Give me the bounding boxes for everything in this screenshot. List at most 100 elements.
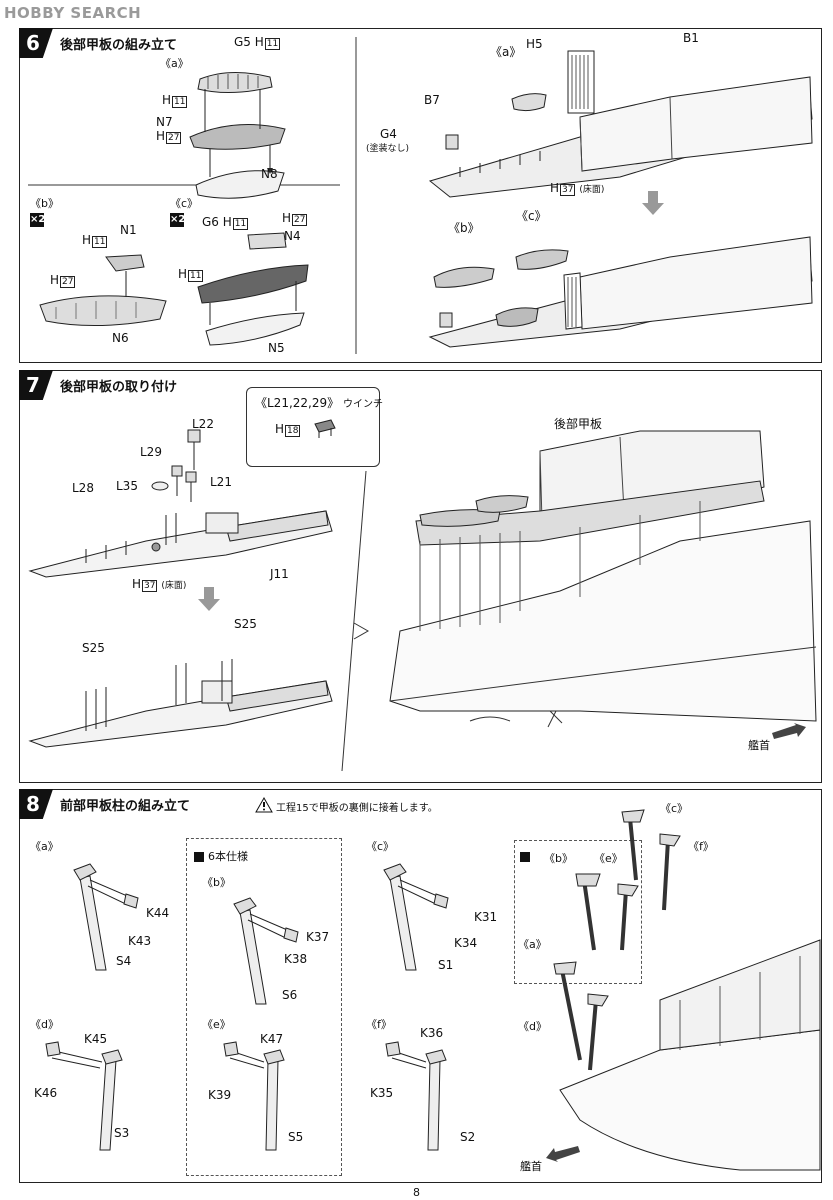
- tag-a: 《a》: [30, 840, 59, 853]
- boat-b-illustration: [39, 254, 167, 327]
- label-n4: N4: [284, 229, 301, 243]
- label-n7: N7: [156, 115, 173, 129]
- rear-deck-illustration-bottom: [428, 236, 813, 348]
- label-k39: K39: [208, 1088, 232, 1102]
- label-bow: 艦首: [748, 739, 770, 752]
- tag-c: 《c》: [170, 197, 199, 210]
- multiplier-badge: ×2: [30, 213, 46, 227]
- winch-icon: [314, 419, 336, 438]
- bow-arrow-icon: [546, 1146, 580, 1162]
- step8-panel: 8 前部甲板柱の組み立て 工程15で甲板の裏側に接着します。 6本仕様 《a》 …: [19, 789, 822, 1183]
- label-k38: K38: [284, 952, 308, 966]
- rear-deck-illustration-upper: [28, 510, 333, 578]
- tag-a-right: 《a》: [518, 938, 547, 951]
- divider-vertical: [28, 37, 357, 354]
- label-g4-note: (塗装なし): [366, 144, 410, 154]
- strut-f: [385, 1041, 447, 1151]
- boat-a-illustration: [189, 71, 286, 199]
- label-k35: K35: [370, 1086, 394, 1100]
- tag-d: 《d》: [30, 1018, 59, 1031]
- tag-b: 《b》: [30, 197, 59, 210]
- label-l28: L28: [72, 481, 94, 495]
- label-bow-8: 艦首: [520, 1160, 542, 1173]
- label-ra: 《a》: [490, 45, 522, 59]
- tag-c-right: 《c》: [660, 802, 689, 815]
- label-k45: K45: [84, 1032, 108, 1046]
- strut-d: [45, 1041, 123, 1151]
- strut-b: [233, 897, 299, 1005]
- tag-b-right: 《b》: [544, 852, 573, 865]
- tag-e-right: 《e》: [594, 852, 623, 865]
- label-l22: L22: [192, 417, 214, 431]
- assembly-note: 工程15で甲板の裏側に接着します。: [276, 803, 438, 814]
- label-n8: N8: [261, 167, 278, 181]
- watermark: HOBBY SEARCH: [4, 4, 142, 22]
- multiplier-badge-c: ×2: [170, 213, 186, 227]
- arrow-down-icon: [198, 587, 220, 611]
- label-b1: B1: [683, 31, 699, 45]
- strut-e: [223, 1041, 285, 1151]
- step-title: 前部甲板柱の組み立て: [60, 799, 191, 814]
- divider-diagonal: [341, 470, 367, 772]
- step-title: 後部甲板の取り付け: [60, 380, 178, 395]
- label-j11: J11: [270, 567, 289, 581]
- label-h5: H5: [526, 37, 543, 51]
- label-n6: N6: [112, 331, 129, 345]
- label-l35: L35: [116, 479, 138, 493]
- label-k44: K44: [146, 906, 170, 920]
- label-s2: S2: [460, 1130, 476, 1144]
- rear-deck-illustration-top: [428, 50, 813, 198]
- tag-c: 《c》: [366, 840, 395, 853]
- bow-hull-illustration: [553, 809, 821, 1171]
- tag-option-marker: [520, 852, 530, 865]
- bow-arrow-icon: [772, 723, 806, 739]
- tag-a: 《a》: [160, 57, 189, 70]
- tag-e: 《e》: [202, 1018, 231, 1031]
- arrow-down-icon: [642, 191, 664, 215]
- tag-f: 《f》: [366, 1018, 392, 1031]
- step-title: 後部甲板の組み立て: [60, 38, 178, 53]
- step-number: 8: [19, 789, 53, 819]
- warning-icon: [255, 796, 273, 813]
- arrow-right-pointer: [353, 622, 370, 640]
- strut-c: [383, 863, 449, 971]
- tag-d-right: 《d》: [518, 1020, 547, 1033]
- label-s6: S6: [282, 988, 298, 1002]
- tag-f-right: 《f》: [688, 840, 714, 853]
- label-k43: K43: [128, 934, 152, 948]
- option-box: [186, 838, 342, 1176]
- label-n1: N1: [120, 223, 137, 237]
- step-number: 7: [19, 370, 53, 400]
- label-s4: S4: [116, 954, 132, 968]
- step-number: 6: [19, 28, 53, 58]
- label-k31: K31: [474, 910, 498, 924]
- label-l21: L21: [210, 475, 232, 489]
- label-s25-right: S25: [234, 617, 257, 631]
- option-label: 6本仕様: [194, 848, 248, 864]
- label-k46: K46: [34, 1086, 58, 1100]
- boat-c-illustration: [197, 232, 309, 346]
- tag-b: 《b》: [202, 876, 231, 889]
- page-number: 8: [413, 1186, 420, 1199]
- label-k37: K37: [306, 930, 330, 944]
- label-g4: G4: [380, 127, 397, 141]
- label-rb: 《b》: [448, 221, 480, 235]
- winch-parts: [151, 429, 201, 502]
- rear-deck-illustration-lower: [28, 659, 333, 748]
- label-s25-left: S25: [82, 641, 105, 655]
- option-box-right: [514, 840, 642, 984]
- label-b7: B7: [424, 93, 440, 107]
